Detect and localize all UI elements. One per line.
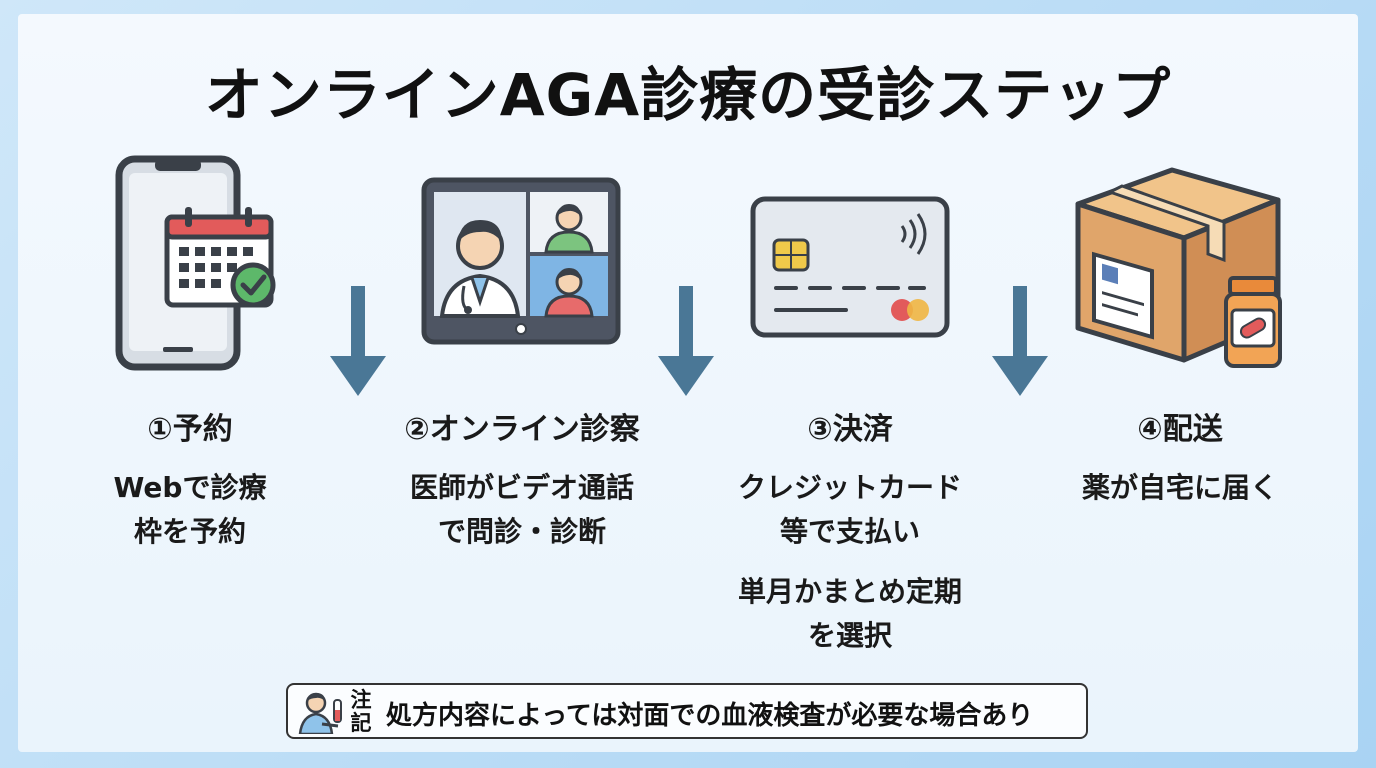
step-1-label: ①予約: [147, 412, 233, 447]
package-medicine-icon: [1075, 167, 1282, 368]
step-3-label: ③決済: [807, 412, 893, 447]
smartphone-calendar-icon: [115, 155, 276, 371]
step-4-label: ④配送: [1137, 412, 1223, 447]
arrow-down-icon: [992, 286, 1048, 396]
video-call-icon: [421, 177, 621, 345]
note-box: 注記 処方内容によっては対面での血液検査が必要な場合あり: [286, 683, 1088, 739]
credit-card-icon: [750, 196, 950, 338]
arrow-down-icon: [330, 286, 386, 396]
step-2-label: ②オンライン診察: [404, 412, 640, 447]
step-1-description: Webで診療 枠を予約: [113, 471, 267, 548]
step-2-description: 医師がビデオ通話 で問診・診断: [409, 471, 634, 548]
arrow-down-icon: [658, 286, 714, 396]
note-label: 注記: [350, 688, 372, 735]
step-3-plan-description: 単月かまとめ定期 を選択: [737, 575, 962, 652]
blood-test-icon: [298, 692, 342, 734]
note-text: 処方内容によっては対面での血液検査が必要な場合あり: [386, 701, 1034, 731]
page-title: オンラインAGA診療の受診ステップ: [204, 61, 1172, 129]
step-3-description: クレジットカード 等で支払い: [737, 471, 962, 548]
step-4-description: 薬が自宅に届く: [1081, 471, 1278, 504]
